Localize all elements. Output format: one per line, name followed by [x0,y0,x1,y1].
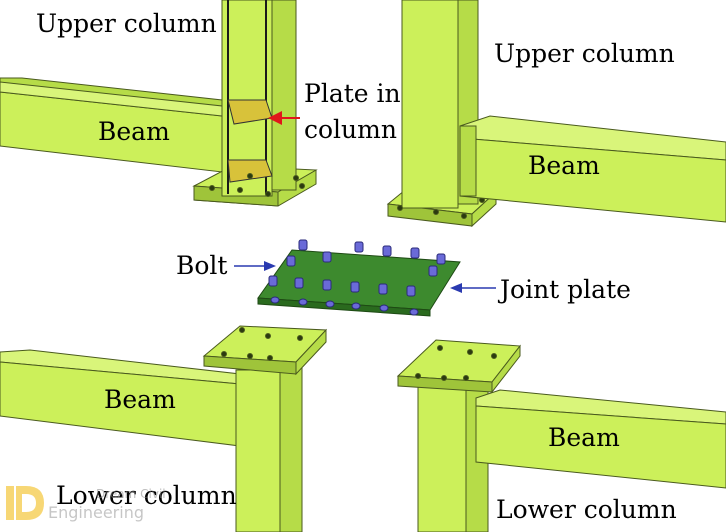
upper-left-beam [0,77,223,173]
label-joint-plate: Joint plate [497,275,631,304]
joint-plate-arrow [450,283,496,293]
watermark-line1: Dream Civil [96,487,166,501]
column-inner-plate-lower [227,159,273,183]
label-plate-in-column-line1: Plate in [304,79,401,108]
watermark-logo-icon [6,486,44,520]
label-plate-in-column-line2: column [304,115,397,144]
bolt-arrow [234,261,276,271]
plate-in-column-arrow [268,111,300,125]
label-lower-column-left: Lower column [56,481,237,510]
upper-left-column [192,0,318,207]
upper-right-beam [459,115,726,223]
watermark: Dream Civil Engineering [6,486,166,522]
label-beam-lower-left: Beam [104,385,176,414]
lower-left-beam [0,349,241,447]
joint-plate-assembly [257,239,461,317]
label-bolt: Bolt [176,251,227,280]
lower-left-column [202,325,328,532]
label-beam-upper-left: Beam [98,117,170,146]
label-beam-upper-right: Beam [528,151,600,180]
label-upper-column-right: Upper column [494,39,675,68]
label-beam-lower-right: Beam [548,423,620,452]
watermark-line2: Engineering [48,503,144,522]
label-lower-column-right: Lower column [496,495,677,524]
lower-right-beam [475,389,726,489]
label-upper-column-left: Upper column [36,9,217,38]
bolts [268,239,446,316]
